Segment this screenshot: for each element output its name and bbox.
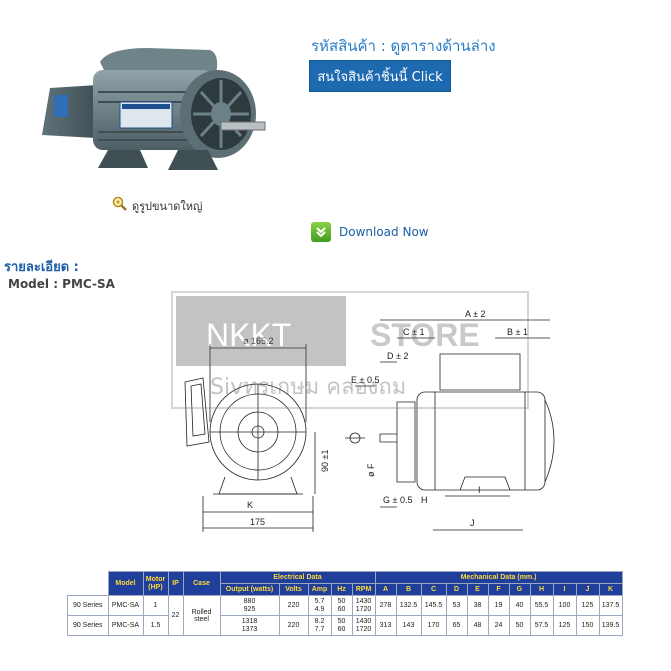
th-a: A (374, 583, 397, 596)
dim-j: J (470, 518, 475, 528)
interest-button[interactable]: สนใจสินค้าชิ้นนี้ Click (309, 60, 451, 92)
dim-e: E ± 0.5 (351, 375, 379, 385)
cell-k: 137.5 (598, 595, 623, 616)
th-c: C (420, 583, 447, 596)
cell-h: 55.5 (529, 595, 554, 616)
cell-c: 170 (420, 615, 447, 636)
th-model: Model (107, 571, 144, 596)
cell-motor: 1 (142, 595, 169, 616)
th-motor: Motor (HP) (142, 571, 169, 596)
th-g: G (508, 583, 531, 596)
th-h: H (529, 583, 554, 596)
th-output: Output (watts) (219, 583, 280, 596)
cell-d: 65 (445, 615, 468, 636)
cell-model: PMC-SA (107, 615, 144, 636)
th-case: Case (182, 571, 221, 596)
th-mechanical: Mechanical Data (mm.) (374, 571, 623, 584)
dim-g: G ± 0.5 (383, 495, 412, 505)
cell-ip: 22 (167, 595, 184, 636)
th-volts: Volts (278, 583, 309, 596)
cell-model: PMC-SA (107, 595, 144, 616)
magnifier-icon (112, 196, 128, 215)
cell-volts: 220 (278, 615, 309, 636)
details-heading: รายละเอียด : (4, 260, 79, 275)
th-b: B (395, 583, 422, 596)
spec-table: Model Motor (HP) IP Case Electrical Data… (67, 571, 623, 636)
cell-b: 132.5 (395, 595, 422, 616)
dimension-drawing: ø 165.2 K 175 90 ±1 A ± 2 C ± 1 B ± 1 D … (165, 282, 570, 544)
cell-i: 125 (552, 615, 577, 636)
product-photo[interactable] (38, 40, 270, 190)
cell-g: 50 (508, 615, 531, 636)
th-f: F (487, 583, 510, 596)
th-ip: IP (167, 571, 184, 596)
download-icon (311, 222, 331, 242)
cell-f: 24 (487, 615, 510, 636)
th-k: K (598, 583, 623, 596)
cell-g: 40 (508, 595, 531, 616)
dim-i: I (478, 485, 481, 495)
th-e: E (466, 583, 489, 596)
th-hz: Hz (330, 583, 353, 596)
cell-j: 150 (575, 615, 600, 636)
cell-series: 90 Series (67, 615, 109, 636)
cell-b: 143 (395, 615, 422, 636)
cell-case: Rolled steel (182, 595, 221, 636)
zoom-link[interactable]: ดูรูปขนาดใหญ่ (112, 196, 202, 215)
dim-d: D ± 2 (387, 351, 408, 361)
cell-f: 19 (487, 595, 510, 616)
th-j: J (575, 583, 600, 596)
dim-175: 175 (250, 517, 265, 527)
cell-c: 145.5 (420, 595, 447, 616)
zoom-label: ดูรูปขนาดใหญ่ (132, 199, 203, 213)
product-code: รหัสสินค้า : ดูตารางด้านล่าง (311, 37, 496, 55)
cell-k: 139.5 (598, 615, 623, 636)
dim-h: H (421, 495, 428, 505)
download-link[interactable]: Download Now (311, 222, 429, 242)
cell-series: 90 Series (67, 595, 109, 616)
cell-j: 125 (575, 595, 600, 616)
model-line: Model : PMC-SA (8, 277, 115, 291)
cell-e: 48 (466, 615, 489, 636)
cell-e: 38 (466, 595, 489, 616)
th-electrical: Electrical Data (219, 571, 376, 584)
dim-k: K (247, 500, 253, 510)
dim-165: ø 165.2 (243, 336, 274, 346)
cell-motor: 1.5 (142, 615, 169, 636)
download-label: Download Now (339, 225, 429, 239)
th-amp: Amp (307, 583, 332, 596)
cell-i: 100 (552, 595, 577, 616)
th-d: D (445, 583, 468, 596)
dim-f: ø F (366, 463, 376, 477)
dim-c: C ± 1 (403, 327, 424, 337)
cell-a: 313 (374, 615, 397, 636)
th-i: I (552, 583, 577, 596)
cell-d: 53 (445, 595, 468, 616)
cell-h: 57.5 (529, 615, 554, 636)
dim-a: A ± 2 (465, 309, 485, 319)
cell-volts: 220 (278, 595, 309, 616)
dim-b: B ± 1 (507, 327, 528, 337)
th-rpm: RPM (351, 583, 376, 596)
dim-90: 90 ±1 (320, 450, 330, 472)
cell-a: 278 (374, 595, 397, 616)
